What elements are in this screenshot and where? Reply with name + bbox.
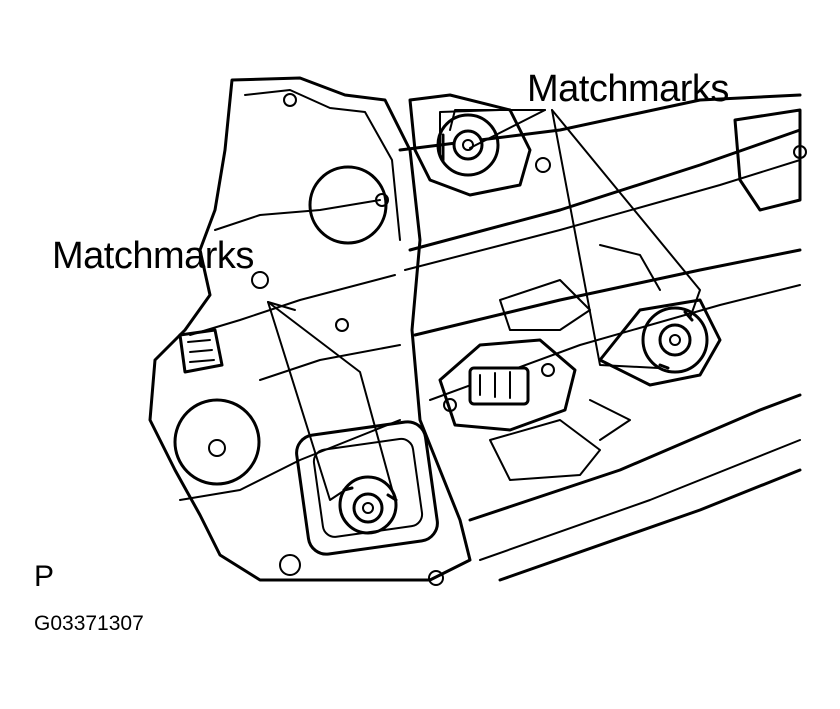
top-matchmark-leaders — [441, 109, 701, 370]
matchmarks-label-top: Matchmarks — [527, 68, 729, 110]
center-connector — [438, 279, 601, 481]
view-letter-label: P — [34, 560, 55, 593]
right-bolt — [589, 244, 722, 441]
left-bracket-outline — [148, 76, 472, 586]
crossmember-beams — [398, 93, 807, 582]
bottom-bolt-pocket — [295, 420, 439, 556]
matchmarks-label-left: Matchmarks — [52, 235, 254, 277]
figure-code-label: G03371307 — [34, 612, 144, 635]
left-matchmark-leaders — [267, 301, 398, 502]
